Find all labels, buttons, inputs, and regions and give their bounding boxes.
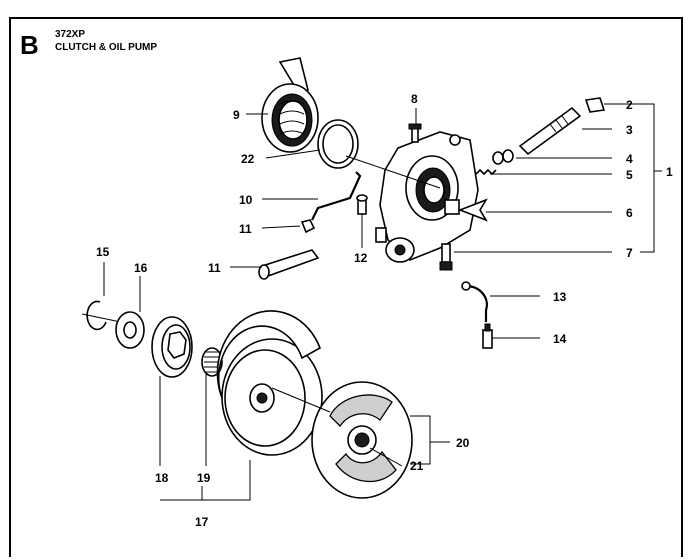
part-2-cap — [584, 97, 606, 113]
section-letter: B — [20, 30, 39, 60]
callout-c17: 17 — [195, 515, 209, 529]
part-10-oil-pipe — [311, 171, 362, 221]
callout-c6: 6 — [626, 206, 633, 220]
diagram-frame — [9, 17, 683, 557]
part-4-washer — [492, 149, 514, 165]
callout-c20: 20 — [456, 436, 470, 450]
part-20-clutch — [311, 381, 413, 499]
part-22-seal-ring — [317, 119, 359, 169]
callout-c5: 5 — [626, 168, 633, 182]
callout-c16: 16 — [134, 261, 148, 275]
part-14-filter — [482, 323, 493, 349]
callout-c19: 19 — [197, 471, 211, 485]
leader-lines — [103, 103, 662, 501]
part-9-worm-gear — [261, 57, 319, 153]
oil-pump-housing — [375, 131, 479, 263]
callout-c10: 10 — [239, 193, 253, 207]
callout-c11a: 11 — [239, 222, 252, 236]
callout-c4: 4 — [626, 152, 633, 166]
part-13-suction-pipe — [461, 281, 488, 322]
callout-c2: 2 — [626, 98, 633, 112]
callout-c7: 7 — [626, 246, 633, 260]
part-11-hose — [258, 249, 320, 280]
part-3-pump-plunger — [518, 106, 582, 156]
callout-c21: 21 — [410, 459, 424, 473]
part-7-adjust-screw — [439, 243, 453, 271]
model-number: 372XP — [55, 29, 86, 40]
callout-c14: 14 — [553, 332, 567, 346]
part-8-screw — [408, 123, 422, 143]
callout-c1: 1 — [666, 165, 673, 179]
callout-c22: 22 — [241, 152, 255, 166]
callout-c12: 12 — [354, 251, 368, 265]
callout-c11b: 11 — [208, 261, 221, 275]
part-16-washer — [115, 311, 145, 349]
part-5-spring — [475, 168, 497, 176]
callout-c8: 8 — [411, 92, 418, 106]
callout-c18: 18 — [155, 471, 169, 485]
part-6-adjuster — [457, 198, 488, 222]
part-18-rim-sprocket — [151, 316, 193, 378]
diagram-title: CLUTCH & OIL PUMP — [55, 42, 158, 53]
part-11-seal-small — [300, 219, 316, 234]
part-12-nipple — [356, 194, 368, 215]
part-17-clutch-drum — [216, 310, 323, 456]
callout-c3: 3 — [626, 123, 633, 137]
callout-c13: 13 — [553, 290, 567, 304]
callout-c15: 15 — [96, 245, 110, 259]
callout-c9: 9 — [233, 108, 240, 122]
